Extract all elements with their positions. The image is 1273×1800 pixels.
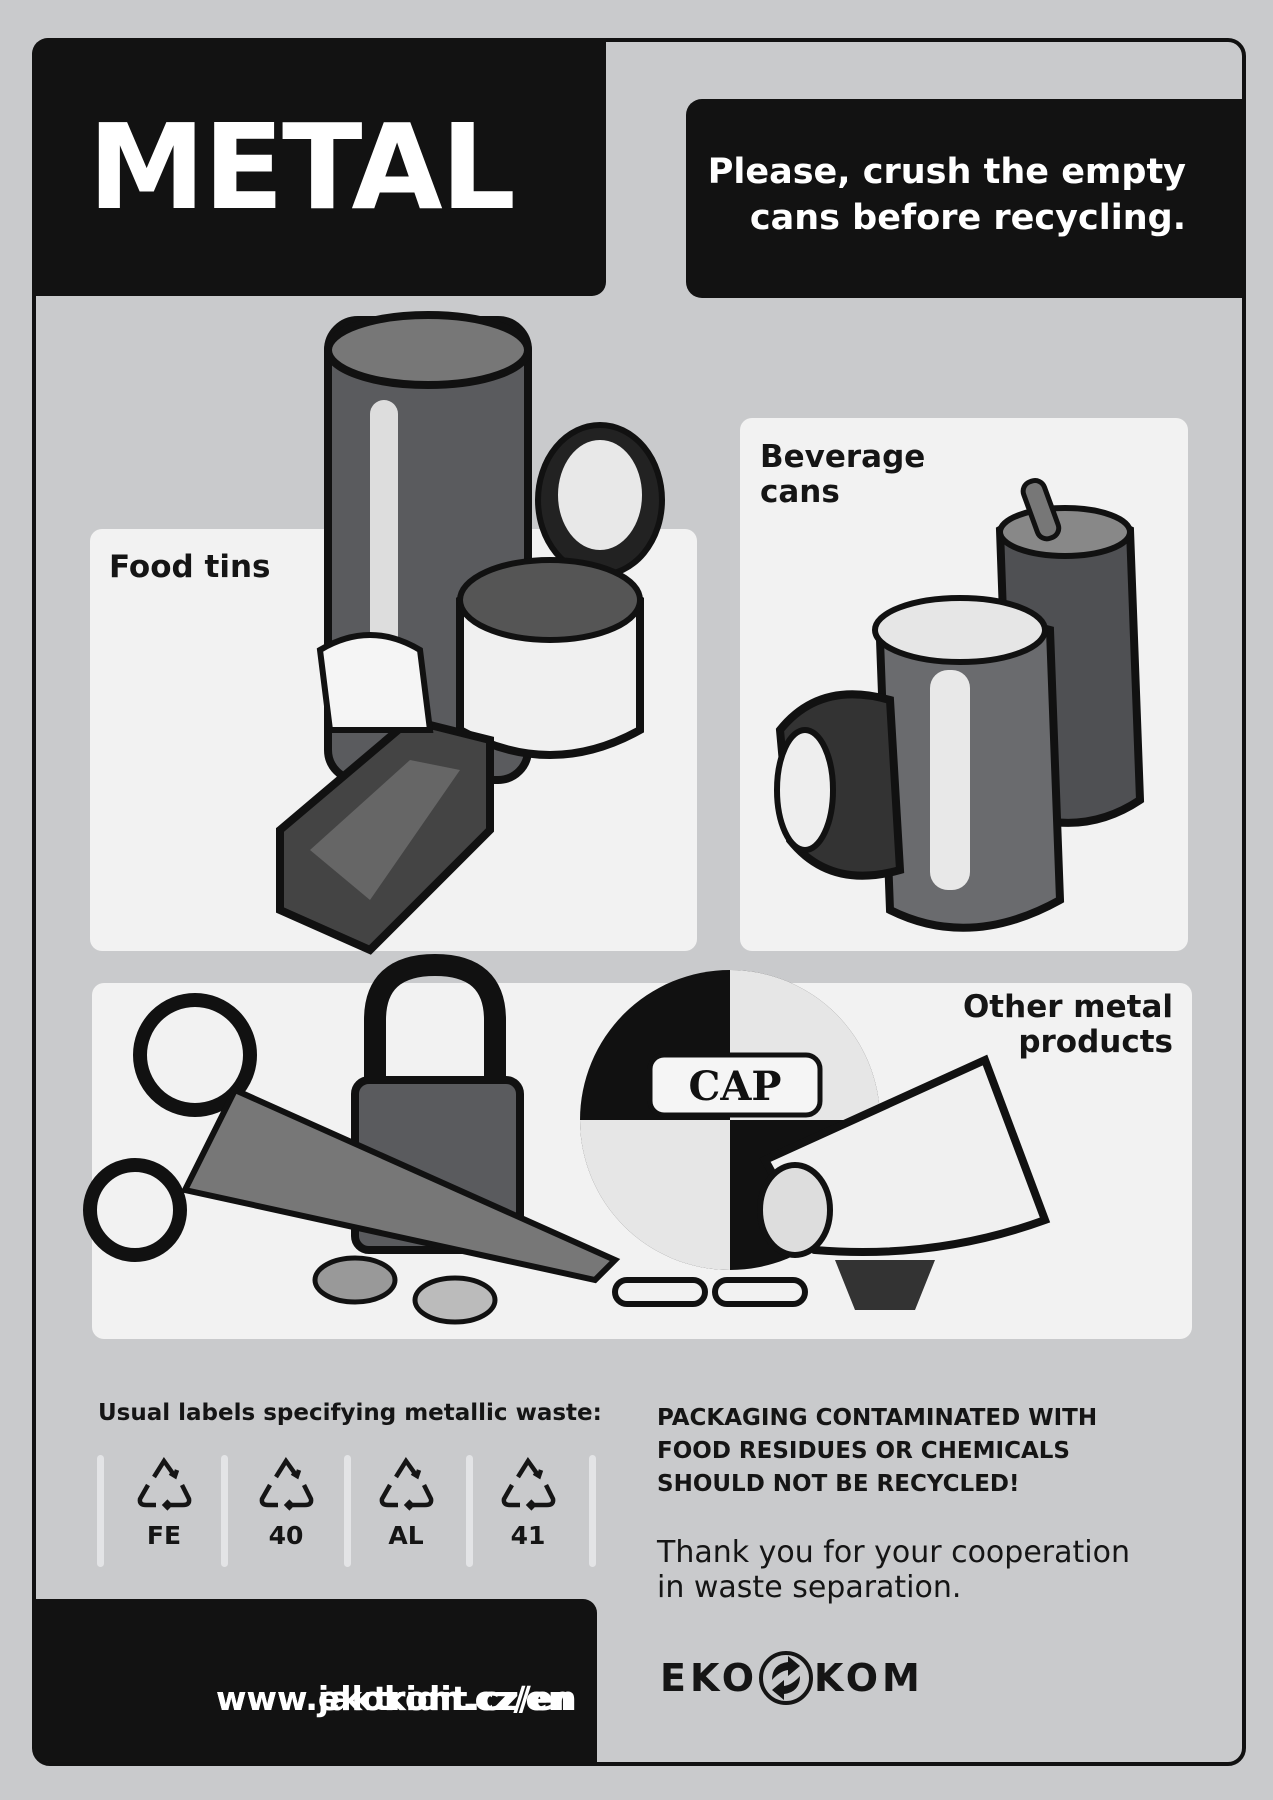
thanks-line: Thank you for your cooperation: [657, 1535, 1130, 1570]
code-label: AL: [388, 1521, 424, 1550]
divider: [344, 1455, 351, 1567]
instruction-line: Please, crush the empty: [707, 152, 1186, 192]
recycle-icon: [137, 1456, 192, 1511]
label-line: products: [1018, 1024, 1173, 1060]
instruction-text: Please, crush the empty cans before recyc…: [706, 149, 1186, 241]
green-dot-icon: [759, 1651, 814, 1705]
warning-line: PACKAGING CONTAMINATED WITH: [657, 1405, 1098, 1431]
logo-text: KOM: [814, 1656, 924, 1700]
divider: [97, 1455, 104, 1567]
cap-label: CAP: [689, 1063, 782, 1110]
title-box: METAL: [32, 38, 606, 296]
instruction-box: Please, crush the empty cans before recyc…: [686, 99, 1242, 298]
url-link-ekokom[interactable]: www.ekokom.cz/en: [216, 1679, 572, 1718]
url-link-jaktridit[interactable]: www.jaktridit.cz/en: [216, 1679, 577, 1718]
recycle-icon: [379, 1456, 434, 1511]
thanks-line: in waste separation.: [657, 1570, 962, 1605]
instruction-line: cans before recycling.: [749, 198, 1186, 238]
code-label: FE: [146, 1521, 182, 1550]
labels-heading: Usual labels specifying metallic waste:: [98, 1400, 602, 1426]
recycling-code-al: AL: [356, 1455, 456, 1550]
recycling-code-41: 41: [478, 1455, 578, 1550]
food-tins-label: Food tins: [109, 549, 271, 585]
logo-text: EKO: [660, 1656, 759, 1700]
code-label: 41: [510, 1521, 546, 1550]
other-metal-illustration: CAP: [83, 953, 1051, 1325]
recycling-code-40: 40: [236, 1455, 336, 1550]
contamination-warning: PACKAGING CONTAMINATED WITH FOOD RESIDUE…: [657, 1402, 1097, 1501]
divider: [221, 1455, 228, 1567]
divider: [589, 1455, 596, 1567]
recycle-icon: [259, 1456, 314, 1511]
recycling-code-fe: FE: [114, 1455, 214, 1550]
warning-line: SHOULD NOT BE RECYCLED!: [657, 1471, 1020, 1497]
food-tins-illustration: [276, 311, 665, 955]
warning-line: FOOD RESIDUES OR CHEMICALS: [657, 1438, 1070, 1464]
label-line: cans: [760, 474, 840, 510]
recycle-icon: [501, 1456, 556, 1511]
ekokom-logo: EKO KOM: [660, 1650, 924, 1706]
url-box: www.jaktridit.cz/en www.ekokom.cz/en: [32, 1599, 597, 1762]
thanks-text: Thank you for your cooperation in waste …: [657, 1535, 1130, 1605]
label-line: Beverage: [760, 439, 926, 475]
beverage-cans-illustration: [774, 478, 1145, 932]
label-line: Other metal: [962, 989, 1173, 1025]
divider: [466, 1455, 473, 1567]
code-label: 40: [268, 1521, 304, 1550]
page-title: METAL: [88, 98, 516, 236]
